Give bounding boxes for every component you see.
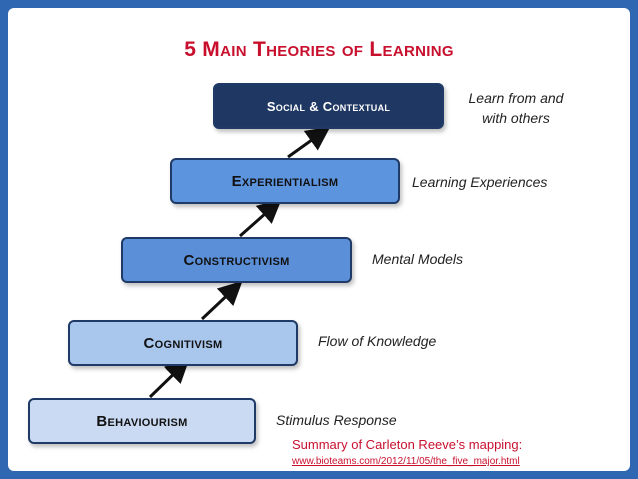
arrow-2-to-3 <box>200 280 243 321</box>
step-social-contextual: Social & Contextual <box>213 83 444 129</box>
step-label: Social & Contextual <box>266 98 391 114</box>
step-label: Behaviourism <box>96 412 188 430</box>
source-link[interactable]: www.bioteams.com/2012/11/05/the_five_maj… <box>292 456 520 467</box>
description-line-1: Learn from and <box>468 90 564 106</box>
step-label: Cognitivism <box>143 334 223 352</box>
slide-title: 5 Main Theories of Learning <box>184 38 454 61</box>
step-label: Constructivism <box>183 251 290 269</box>
description-social-contextual: Learn from and with others <box>456 88 576 128</box>
description-behaviourism: Stimulus Response <box>276 412 397 428</box>
step-experientialism: Experientialism <box>170 158 400 204</box>
description-cognitivism: Flow of Knowledge <box>318 333 437 349</box>
arrow-4-to-5 <box>287 126 331 159</box>
description-experientialism: Learning Experiences <box>412 174 548 190</box>
step-cognitivism: Cognitivism <box>68 320 298 366</box>
step-label: Experientialism <box>231 172 339 190</box>
description-line-2: with others <box>482 110 550 126</box>
arrow-1-to-2 <box>148 358 190 399</box>
arrow-3-to-4 <box>239 199 282 238</box>
step-constructivism: Constructivism <box>121 237 352 283</box>
step-behaviourism: Behaviourism <box>28 398 256 444</box>
summary-text: Summary of Carleton Reeve’s mapping: <box>292 437 523 452</box>
description-constructivism: Mental Models <box>372 251 464 267</box>
